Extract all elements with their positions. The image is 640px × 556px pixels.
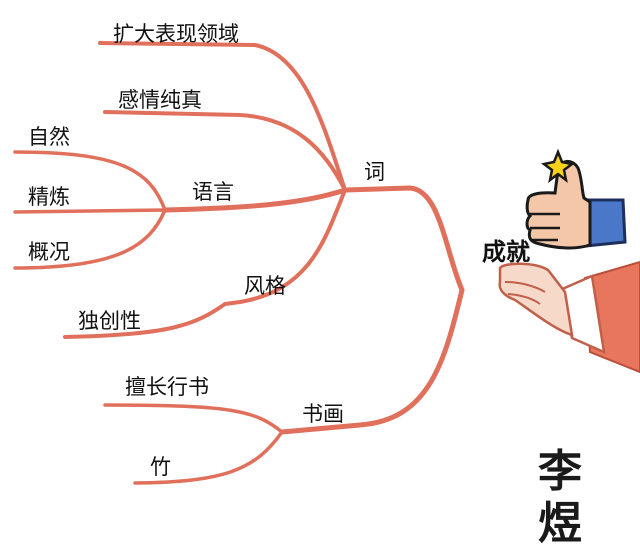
center-topic-label: 成就: [482, 238, 530, 266]
author-char-1: 李: [538, 446, 582, 497]
leaf-style-label: 风格: [244, 274, 286, 298]
branch-general: [13, 208, 167, 270]
leaf-bamboo-label: 竹: [150, 455, 171, 479]
branch-shuhua-trunk: [279, 287, 465, 435]
leaf-general-label: 概况: [28, 240, 70, 264]
leaf-original-label: 独创性: [78, 309, 141, 333]
branch-emotion: [103, 110, 347, 192]
branch-bamboo: [133, 430, 284, 485]
leaf-emotion-label: 感情纯真: [118, 88, 202, 112]
hand-icon: [498, 260, 640, 374]
sparkle-icon: [541, 148, 575, 183]
branch-language: [162, 187, 348, 213]
leaf-refined-label: 精炼: [28, 185, 70, 209]
leaf-calligraphy-label: 擅长行书: [125, 375, 209, 399]
author-char-2: 煜: [538, 498, 582, 549]
branch-original: [63, 302, 227, 339]
branch-ci-label: 词: [364, 160, 385, 184]
branch-style: [223, 188, 347, 306]
branch-calligraphy: [103, 403, 284, 434]
leaf-expand-label: 扩大表现领域: [113, 22, 239, 46]
branch-refined: [13, 208, 167, 214]
branch-expand: [98, 41, 347, 192]
leaf-natural-label: 自然: [28, 125, 70, 149]
branch-language-label: 语言: [192, 180, 234, 204]
branch-ci-trunk: [342, 185, 465, 293]
branch-natural: [13, 150, 167, 212]
branch-shuhua-label: 书画: [302, 402, 344, 426]
thumbs-up-icon: [525, 160, 627, 250]
